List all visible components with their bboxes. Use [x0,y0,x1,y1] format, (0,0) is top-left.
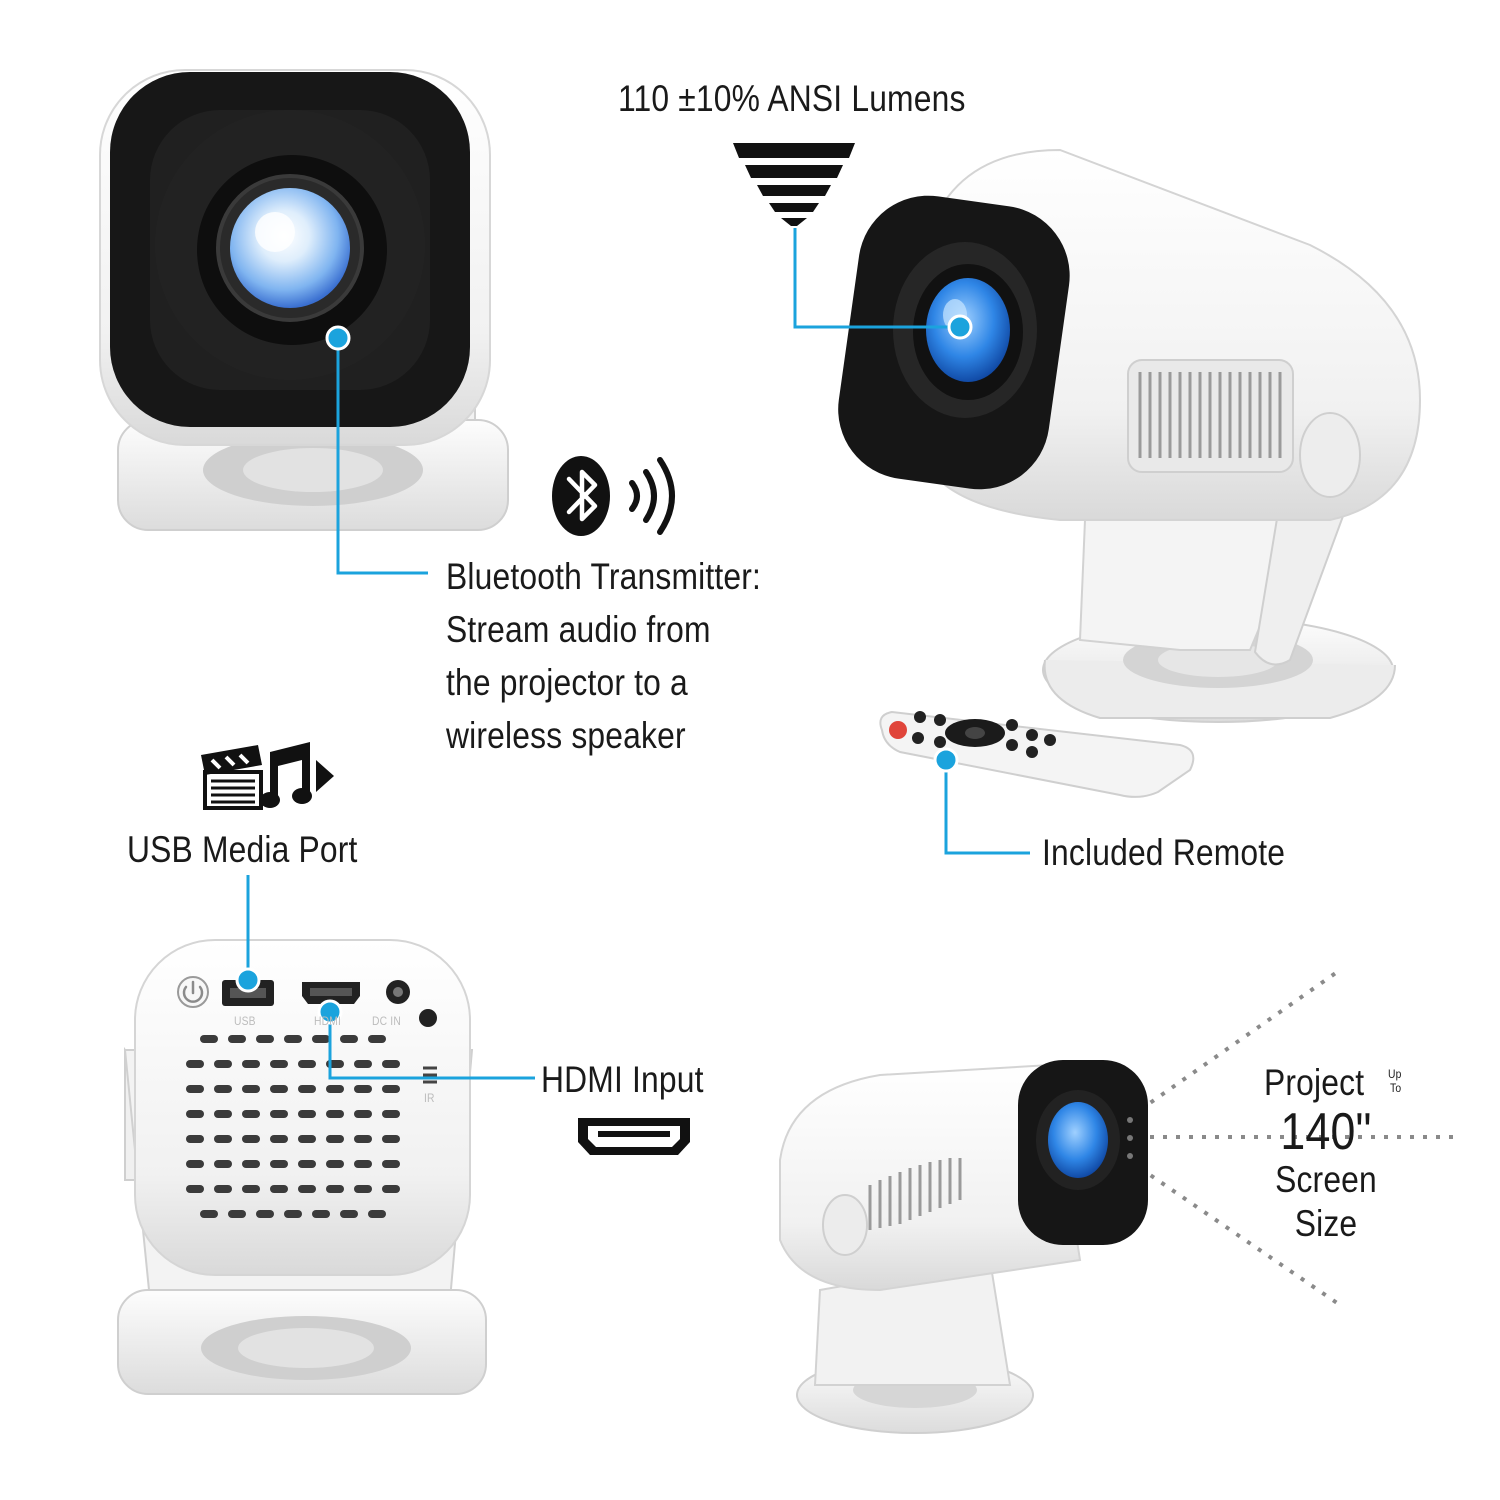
hdmi-port-icon [578,1118,690,1155]
remote-control [879,710,1195,798]
ir-port-label: IR [424,1091,435,1105]
projector-throw-view [779,968,1455,1434]
wifi-signal-icon [733,143,855,226]
projector-front-view [99,69,509,531]
callout-dots [235,314,973,1025]
music-note-icon [260,742,312,808]
dcin-port-label: DC IN [372,1014,401,1028]
callout-lines [246,228,1030,1080]
bluetooth-icon [552,456,610,536]
vent-grille [1127,359,1294,473]
project-up: Up [1388,1067,1402,1081]
bluetooth-line-3: the projector to a [446,662,688,703]
size-word: Size [1294,1203,1358,1244]
projector-rear-view [117,939,487,1395]
bluetooth-line-4: wireless speaker [446,715,686,756]
remote-label: Included Remote [1042,832,1286,873]
hdmi-label: HDMI Input [541,1059,704,1100]
projection-beam [1138,968,1455,1307]
project-to: To [1390,1081,1402,1095]
project-word: Project [1264,1062,1365,1103]
usb-port-label: USB [234,1014,256,1028]
power-icon [182,980,204,1003]
bluetooth-line-2: Stream audio from [446,609,711,650]
projector-side-view [838,148,1422,723]
bluetooth-line-1: Bluetooth Transmitter: [446,556,762,597]
clapperboard-icon [201,745,263,810]
rear-vent [186,1035,400,1218]
usb-label: USB Media Port [127,829,358,870]
screen-word: Screen [1275,1159,1377,1200]
lumens-label: 110 ±10% ANSI Lumens [618,78,966,119]
sound-waves-icon [629,457,675,535]
screen-size-value: 140" [1280,1103,1372,1161]
hdmi-port-label: HDMI [314,1014,342,1028]
play-arrow-icon [316,760,334,792]
